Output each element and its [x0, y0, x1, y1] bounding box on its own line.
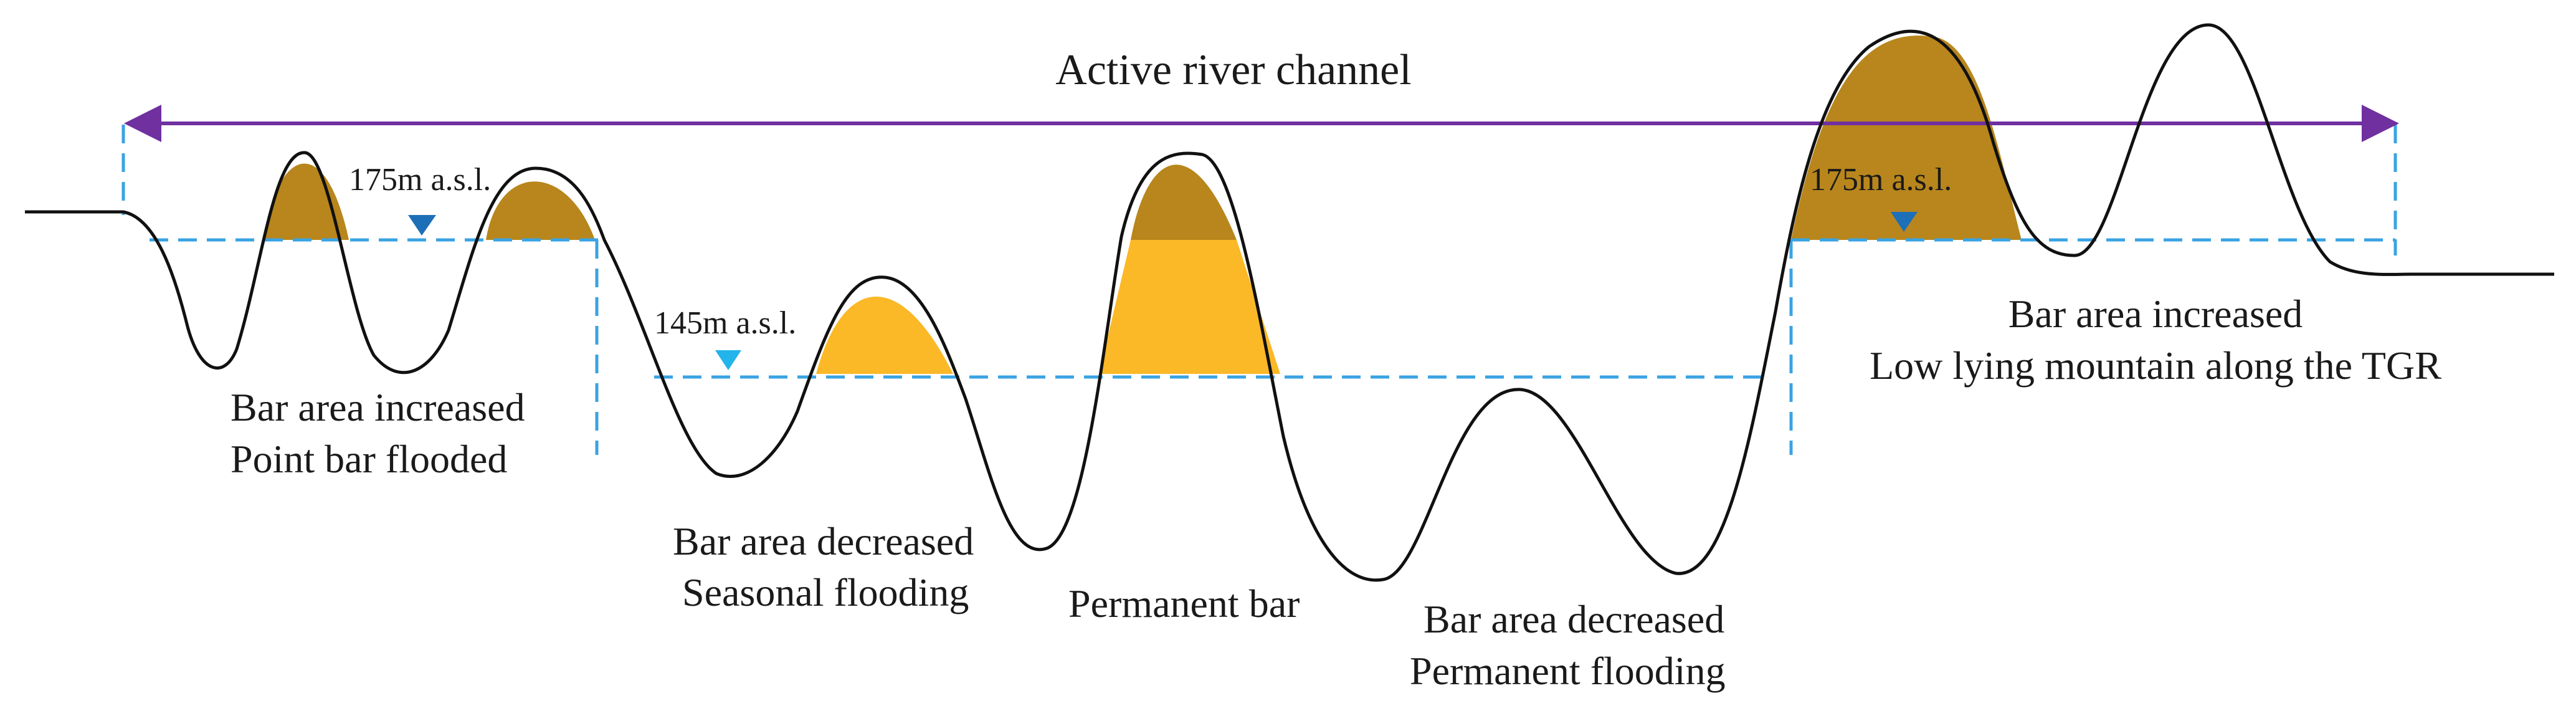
diagram-title: Active river channel [1055, 46, 1411, 94]
annotation-line: Bar area increased [231, 385, 525, 429]
annotation-seasonal: Bar area decreased Seasonal flooding [673, 519, 974, 614]
triangle-marker-icon [715, 350, 741, 370]
annotation-line: Bar area decreased [673, 519, 974, 563]
annotation-permanent-bar: Permanent bar [1068, 581, 1300, 626]
permanent-bar-upper [1131, 165, 1237, 240]
annotation-line: Permanent flooding [1410, 649, 1726, 693]
terrain-profile [25, 23, 2554, 582]
water-level-label: 175m a.s.l. [349, 162, 491, 198]
seasonal-bar [816, 296, 953, 374]
water-level-label: 175m a.s.l. [1810, 162, 1952, 198]
water-level-right: 175m a.s.l. [1810, 162, 1952, 232]
water-level-mid: 145m a.s.l. [654, 305, 796, 370]
annotation-line: Seasonal flooding [682, 570, 969, 614]
triangle-marker-icon [1891, 212, 1918, 232]
annotation-line: Permanent bar [1068, 581, 1300, 626]
permanent-bar-lower [1099, 240, 1280, 374]
point-bar-left [265, 163, 349, 240]
annotation-point-bar: Bar area increased Point bar flooded [231, 385, 525, 481]
annotation-line: Bar area decreased [1423, 597, 1724, 641]
annotation-line: Low lying mountain along the TGR [1870, 343, 2441, 388]
triangle-marker-icon [408, 215, 436, 236]
water-level-label: 145m a.s.l. [654, 305, 796, 341]
dashed-lines [121, 125, 2397, 455]
water-level-left: 175m a.s.l. [349, 162, 491, 236]
annotation-mountain: Bar area increased Low lying mountain al… [1870, 292, 2441, 388]
annotation-permanent-flooding: Bar area decreased Permanent flooding [1410, 597, 1726, 693]
mountain-bar [1791, 36, 2022, 240]
annotation-line: Bar area increased [2008, 292, 2303, 336]
annotation-line: Point bar flooded [231, 437, 507, 481]
point-bar-right [486, 181, 595, 240]
